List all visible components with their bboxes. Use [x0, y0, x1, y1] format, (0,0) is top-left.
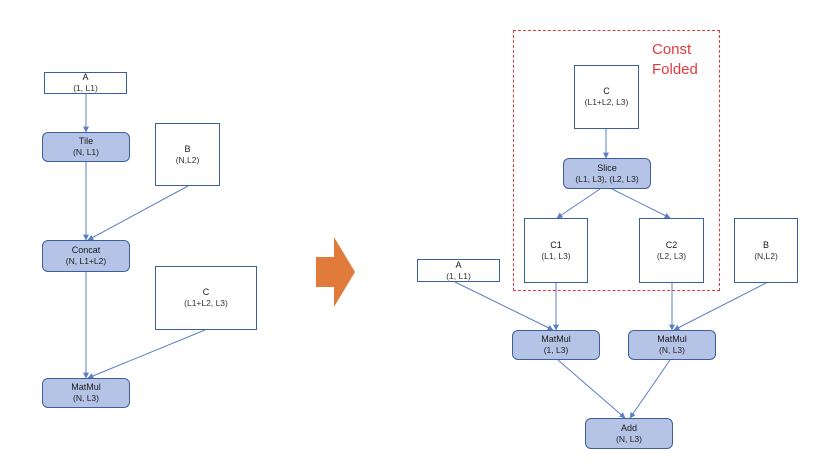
node-shape: (N, L1): [73, 147, 99, 158]
node-shape: (N,L2): [754, 250, 778, 261]
node-shape: (1, L1): [73, 83, 98, 94]
right-node-c2[interactable]: C2 (L2, L3): [639, 218, 704, 283]
node-shape: (1, L3): [543, 345, 569, 356]
edge-slice-to-c1: [556, 188, 601, 219]
left-node-b[interactable]: B (N,L2): [155, 123, 220, 186]
right-node-b[interactable]: B (N,L2): [734, 218, 798, 283]
right-node-c1[interactable]: C1 (L1, L3): [524, 218, 588, 283]
const-folded-label: Const Folded: [652, 40, 716, 80]
left-node-tile[interactable]: Tile (N, L1): [42, 132, 130, 162]
node-title: C: [603, 86, 610, 97]
right-node-matmul2[interactable]: MatMul (N, L3): [628, 330, 716, 360]
node-shape: (N,L2): [175, 154, 200, 165]
node-title: C2: [665, 239, 678, 250]
node-shape: (1, L1): [446, 270, 471, 281]
node-shape: (L1, L3): [541, 250, 571, 261]
node-shape: (N, L1+L2): [65, 256, 107, 267]
const-folded-label-line2: Folded: [652, 61, 698, 78]
node-title: MatMul: [657, 334, 687, 345]
const-folded-region: [513, 30, 720, 291]
node-title: C: [202, 287, 210, 298]
right-node-a[interactable]: A (1, L1): [417, 259, 500, 282]
edge-slice-to-c2: [611, 188, 671, 219]
node-shape: (L1, L3), (L2, L3): [575, 173, 639, 184]
node-title: Add: [620, 422, 637, 433]
edge-c-to-matmul: [87, 329, 206, 379]
left-node-concat[interactable]: Concat (N, L1+L2): [42, 240, 130, 272]
node-shape: (L1+L2, L3): [184, 298, 228, 309]
transform-arrow: [316, 237, 355, 307]
edge-matmul1-to-add: [557, 359, 626, 419]
edge-b-to-matmul2: [673, 282, 767, 331]
node-title: C1: [550, 239, 562, 250]
left-node-matmul[interactable]: MatMul (N, L3): [42, 378, 130, 408]
node-title: MatMul: [541, 334, 571, 345]
node-shape: (N, L3): [73, 393, 99, 404]
edge-b-to-concat: [87, 185, 189, 241]
right-node-add[interactable]: Add (N, L3): [585, 418, 673, 449]
node-title: A: [82, 72, 89, 83]
right-node-matmul1[interactable]: MatMul (1, L3): [512, 330, 600, 360]
const-folded-label-line1: Const: [652, 41, 692, 58]
node-title: Tile: [78, 136, 94, 147]
right-node-c[interactable]: C (L1+L2, L3): [574, 65, 639, 129]
node-title: B: [184, 143, 191, 154]
edge-a-to-matmul1: [454, 281, 554, 331]
node-title: Slice: [597, 162, 617, 173]
node-shape: (L2, L3): [656, 250, 687, 261]
node-title: MatMul: [71, 382, 101, 393]
left-node-c[interactable]: C (L1+L2, L3): [155, 266, 257, 330]
node-shape: (N, L3): [616, 433, 642, 444]
node-title: Concat: [71, 245, 101, 256]
left-node-a[interactable]: A (1, L1): [44, 72, 127, 94]
edge-matmul2-to-add: [629, 359, 671, 419]
node-title: A: [455, 259, 462, 270]
node-title: B: [762, 239, 769, 250]
right-node-slice[interactable]: Slice (L1, L3), (L2, L3): [563, 158, 651, 189]
node-shape: (L1+L2, L3): [584, 97, 629, 108]
node-shape: (N, L3): [659, 345, 685, 356]
